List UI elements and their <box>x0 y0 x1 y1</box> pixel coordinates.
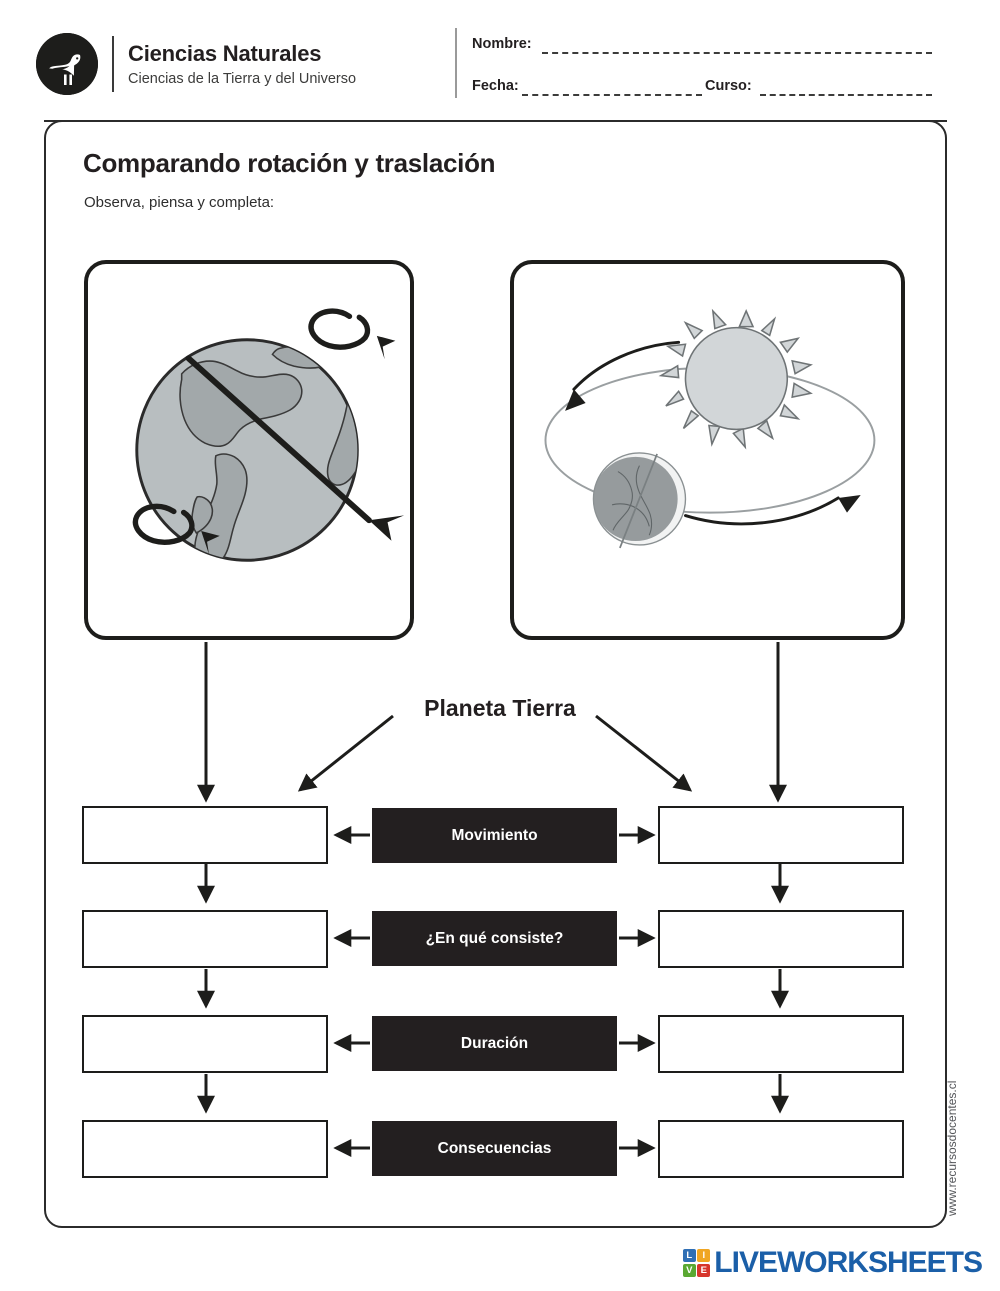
liveworksheets-wordmark: LIVEWORKSHEETS <box>714 1246 983 1279</box>
page-title: Comparando rotación y traslación <box>83 148 496 178</box>
lw-tile-e: E <box>697 1263 711 1277</box>
liveworksheets-logo[interactable]: L I V E LIVEWORKSHEETS <box>682 1246 983 1279</box>
label-box-duracion: Duración <box>372 1016 617 1071</box>
rotacion-illustration-card <box>84 260 414 640</box>
fecha-input[interactable] <box>522 94 702 96</box>
center-label: Planeta Tierra <box>424 695 576 721</box>
nombre-label: Nombre: <box>472 36 532 52</box>
answer-box-traslacion-movimiento[interactable] <box>658 806 904 864</box>
answer-box-traslacion-consiste[interactable] <box>658 910 904 968</box>
fecha-label: Fecha: <box>472 78 519 94</box>
earth-rotation-icon <box>132 308 405 562</box>
brand-title: Ciencias Naturales <box>128 41 322 66</box>
lw-tile-v: V <box>682 1263 696 1277</box>
header-field-divider <box>455 28 457 98</box>
traslacion-illustration-card <box>510 260 905 640</box>
label-box-movimiento: Movimiento <box>372 808 617 863</box>
answer-box-rotacion-movimiento[interactable] <box>82 806 328 864</box>
label-box-consecuencias: Consecuencias <box>372 1121 617 1176</box>
brand-divider <box>112 36 114 92</box>
answer-box-rotacion-consecuencias[interactable] <box>82 1120 328 1178</box>
curso-input[interactable] <box>760 94 932 96</box>
curso-label: Curso: <box>705 78 752 94</box>
source-url: www.recursosdocentes.cl <box>941 1020 1000 1216</box>
label-box-en-que-consiste: ¿En qué consiste? <box>372 911 617 966</box>
page-header: Ciencias Naturales Ciencias de la Tierra… <box>0 0 1000 110</box>
worksheet-frame-topline <box>44 120 947 122</box>
earth-orbit-sun-icon <box>544 308 876 549</box>
bird-logo-icon <box>36 33 98 95</box>
answer-box-rotacion-duracion[interactable] <box>82 1015 328 1073</box>
liveworksheets-tiles: L I V E <box>682 1249 711 1277</box>
lw-tile-l: L <box>682 1249 696 1263</box>
source-url-text: www.recursosdocentes.cl <box>945 1080 959 1216</box>
brand-subtitle: Ciencias de la Tierra y del Universo <box>128 71 357 87</box>
lw-tile-i: I <box>697 1249 711 1263</box>
answer-box-traslacion-duracion[interactable] <box>658 1015 904 1073</box>
instruction-text: Observa, piensa y completa: <box>84 194 275 211</box>
nombre-input[interactable] <box>542 52 932 54</box>
answer-box-traslacion-consecuencias[interactable] <box>658 1120 904 1178</box>
answer-box-rotacion-consiste[interactable] <box>82 910 328 968</box>
